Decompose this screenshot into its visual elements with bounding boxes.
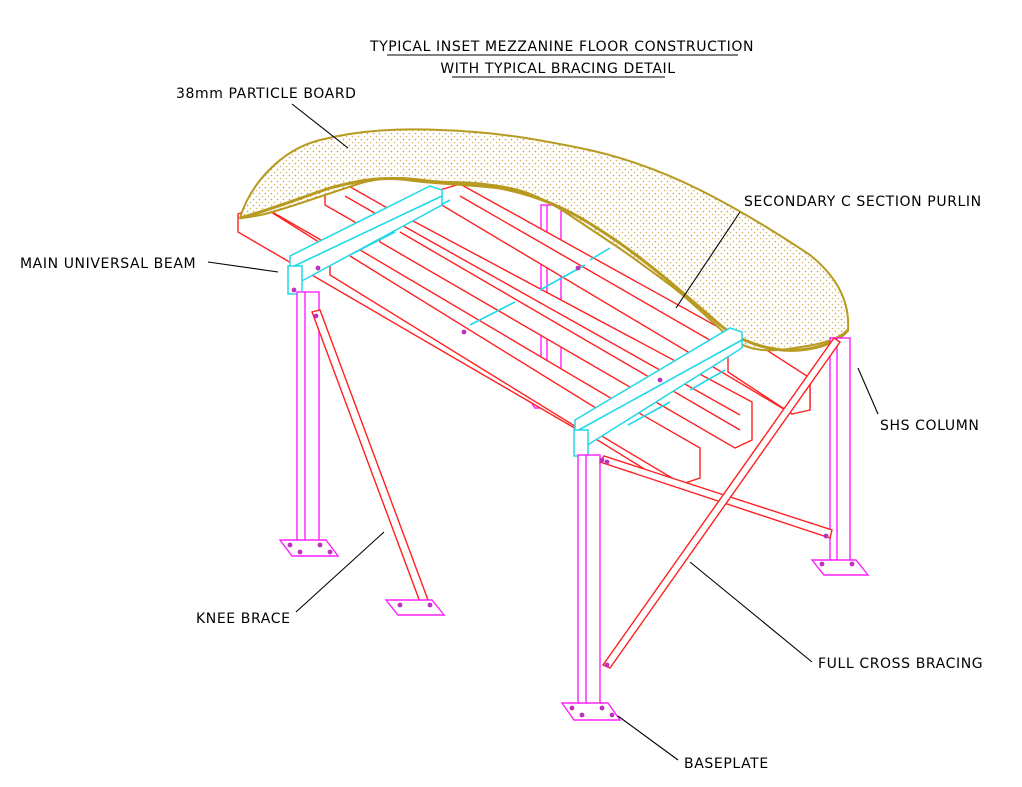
column-back-right-shaft xyxy=(829,337,851,564)
particle-board-label: 38mm PARTICLE BOARD xyxy=(176,86,357,102)
shs-column-label: SHS COLUMN xyxy=(880,418,979,434)
column-front-left xyxy=(278,291,340,557)
knee-brace-label: KNEE BRACE xyxy=(196,611,291,627)
label-particle-board: 38mm PARTICLE BOARD xyxy=(176,86,357,149)
main-beam-label: MAIN UNIVERSAL BEAM xyxy=(20,256,196,272)
column-back-right xyxy=(810,337,870,576)
particle-board-edge xyxy=(239,176,850,352)
cross-bracing-label: FULL CROSS BRACING xyxy=(818,656,983,672)
purlin-label: SECONDARY C SECTION PURLIN xyxy=(744,194,982,210)
knee-brace-member xyxy=(311,309,429,603)
label-main-beam: MAIN UNIVERSAL BEAM xyxy=(20,256,279,273)
baseplate-front-right xyxy=(560,702,622,721)
diagram-title: TYPICAL INSET MEZZANINE FLOOR CONSTRUCTI… xyxy=(369,39,754,78)
title-line-2: WITH TYPICAL BRACING DETAIL xyxy=(440,61,675,77)
label-cross-bracing: FULL CROSS BRACING xyxy=(689,561,983,672)
main-beam-right-end xyxy=(573,429,589,457)
cross-brace-horizontal xyxy=(598,455,833,539)
main-beams xyxy=(287,185,743,457)
column-front-left-shaft xyxy=(296,291,320,543)
cross-bracing xyxy=(598,337,841,669)
column-front-right xyxy=(560,454,622,721)
label-knee-brace: KNEE BRACE xyxy=(196,531,385,627)
beam-bolts xyxy=(291,265,663,463)
knee-brace-baseplate xyxy=(384,599,446,616)
label-purlin: SECONDARY C SECTION PURLIN xyxy=(675,194,982,309)
baseplate-label: BASEPLATE xyxy=(684,756,769,772)
label-baseplate: BASEPLATE xyxy=(617,715,769,772)
label-shs-column: SHS COLUMN xyxy=(857,367,979,434)
column-front-right-shaft xyxy=(577,454,601,706)
main-beam-left-end xyxy=(287,265,303,295)
title-line-1: TYPICAL INSET MEZZANINE FLOOR CONSTRUCTI… xyxy=(369,39,754,55)
baseplate-front-left xyxy=(278,539,340,557)
knee-brace xyxy=(311,309,446,616)
